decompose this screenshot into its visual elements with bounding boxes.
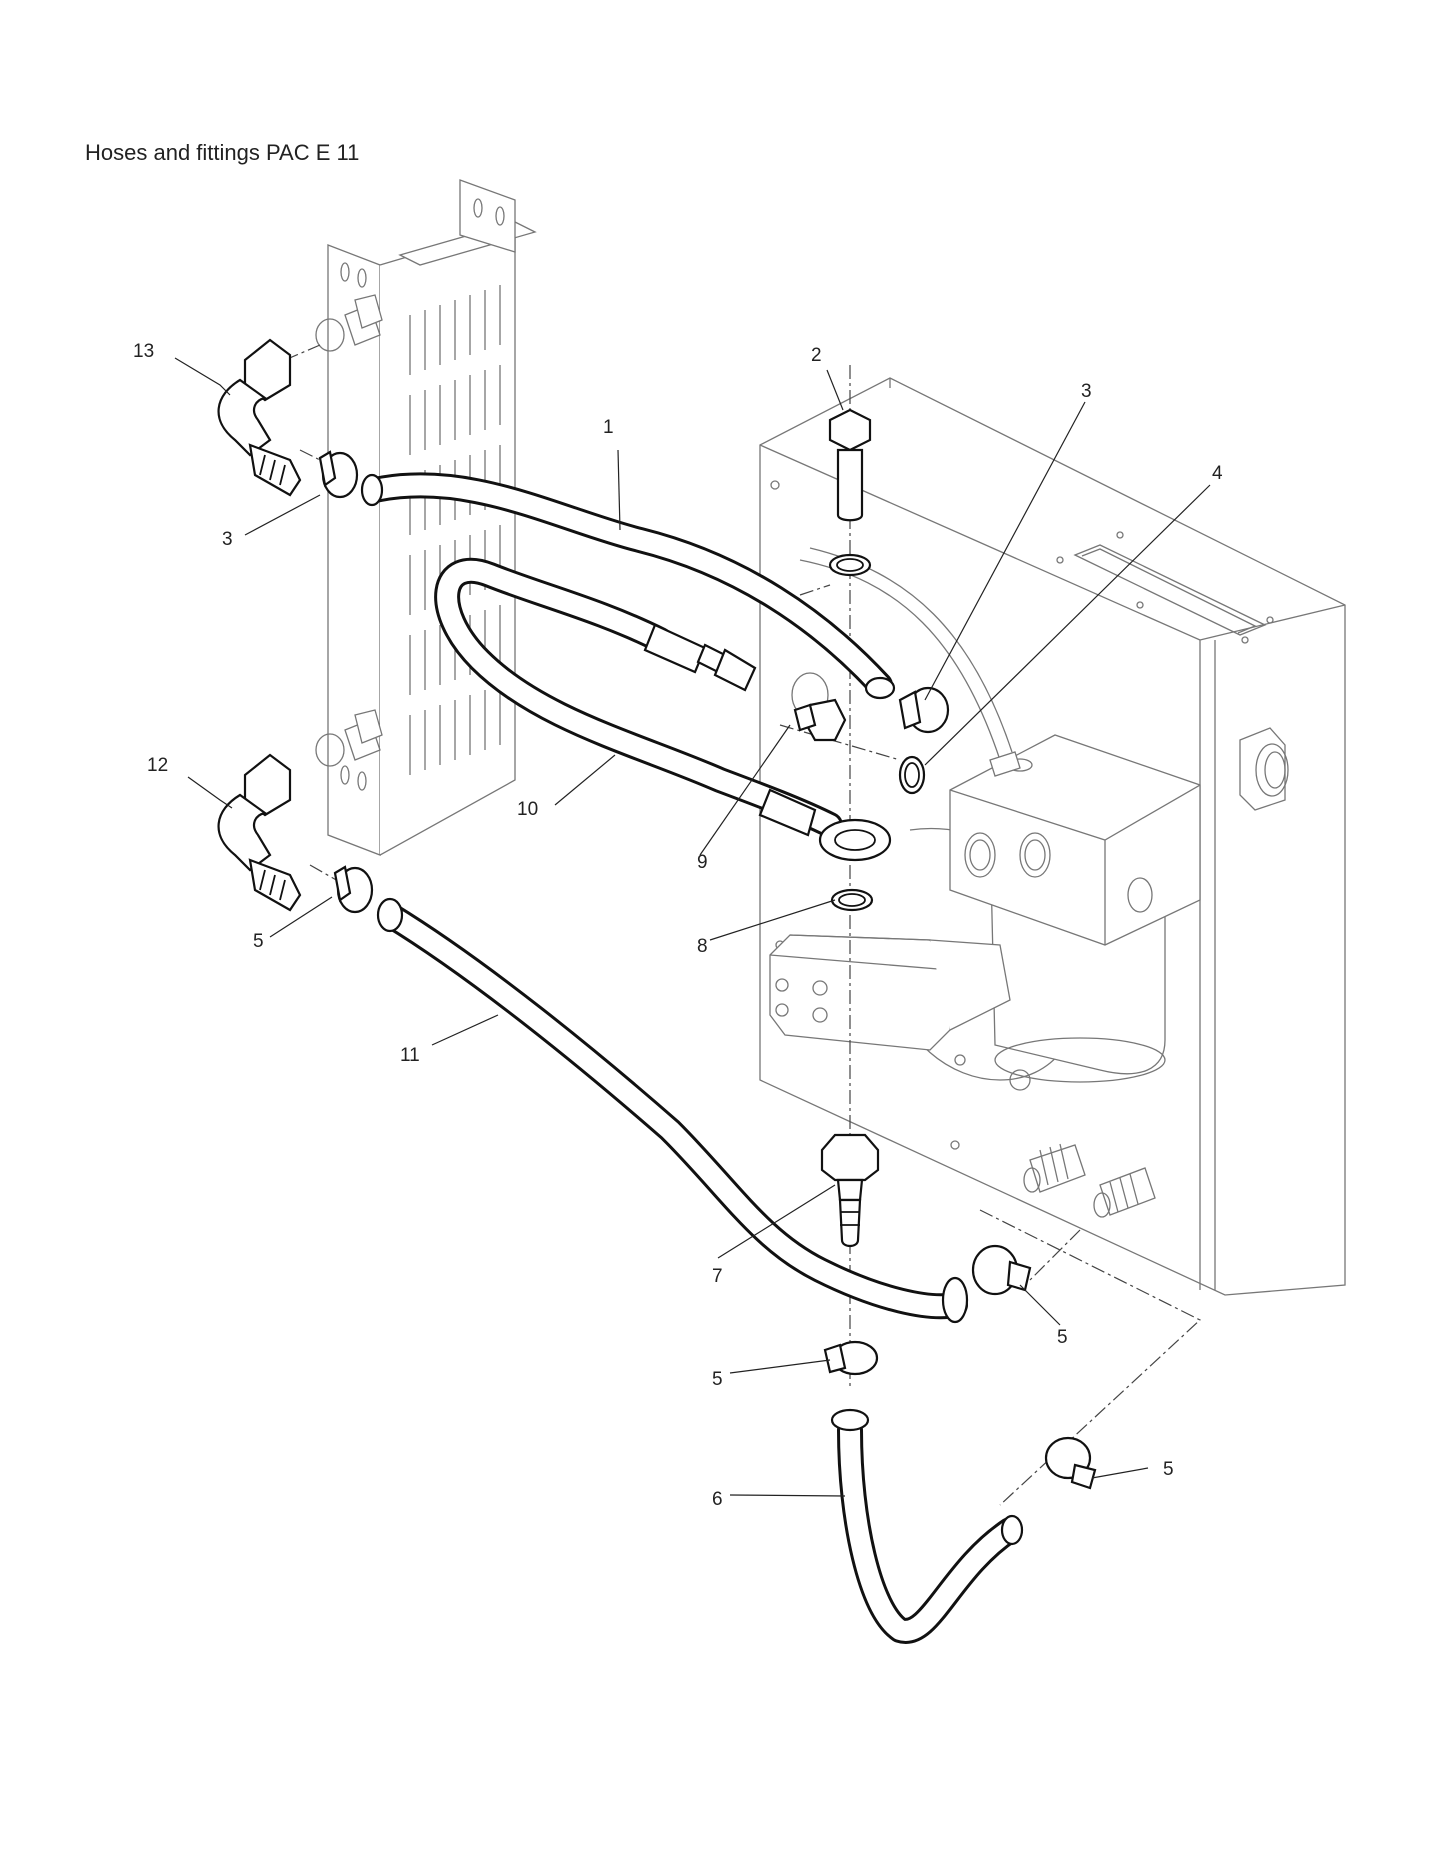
bolt-2 [828, 408, 872, 522]
hose-clamp-5-left [333, 865, 374, 914]
elbow-fitting-13 [217, 338, 302, 497]
elbow-fitting-12 [217, 753, 302, 912]
callout-11: 11 [400, 1045, 420, 1066]
hose-clamp-3-left [318, 450, 359, 499]
callout-13: 13 [133, 341, 154, 362]
callout-7: 7 [712, 1266, 723, 1287]
callout-12: 12 [147, 755, 168, 776]
hose-clamp-5-center [823, 1340, 879, 1376]
barb-fitting-7 [820, 1133, 880, 1248]
washer-8 [830, 888, 874, 912]
o-ring-4 [898, 755, 926, 795]
callout-5-bottom: 5 [1163, 1459, 1174, 1480]
page-title: Hoses and fittings PAC E 11 [85, 140, 360, 165]
adapter-fitting-9 [791, 672, 847, 742]
callout-8: 8 [697, 936, 708, 957]
callout-2: 2 [811, 345, 822, 366]
hose-11 [376, 897, 969, 1324]
hose-10 [434, 557, 892, 862]
callout-9: 9 [697, 852, 708, 873]
oil-cooler [315, 179, 537, 856]
callout-5-center: 5 [712, 1369, 723, 1390]
callout-10: 10 [517, 799, 538, 820]
hose-1 [360, 472, 896, 700]
callout-5-left: 5 [253, 931, 264, 952]
hose-clamp-3-right [898, 686, 950, 734]
callout-6: 6 [712, 1489, 723, 1510]
hose-clamp-5-bottom [1044, 1436, 1097, 1490]
callout-4: 4 [1212, 463, 1223, 484]
callout-1: 1 [603, 417, 614, 438]
washer-upper [828, 553, 872, 577]
callout-5-right: 5 [1057, 1327, 1068, 1348]
hose-6 [830, 1408, 1024, 1644]
callout-3-right: 3 [1081, 381, 1092, 402]
callout-3-left: 3 [222, 529, 233, 550]
hose-clamp-5-right [971, 1244, 1032, 1296]
hydraulic-unit-housing [759, 377, 1346, 1296]
leader-lines [174, 357, 1211, 1497]
